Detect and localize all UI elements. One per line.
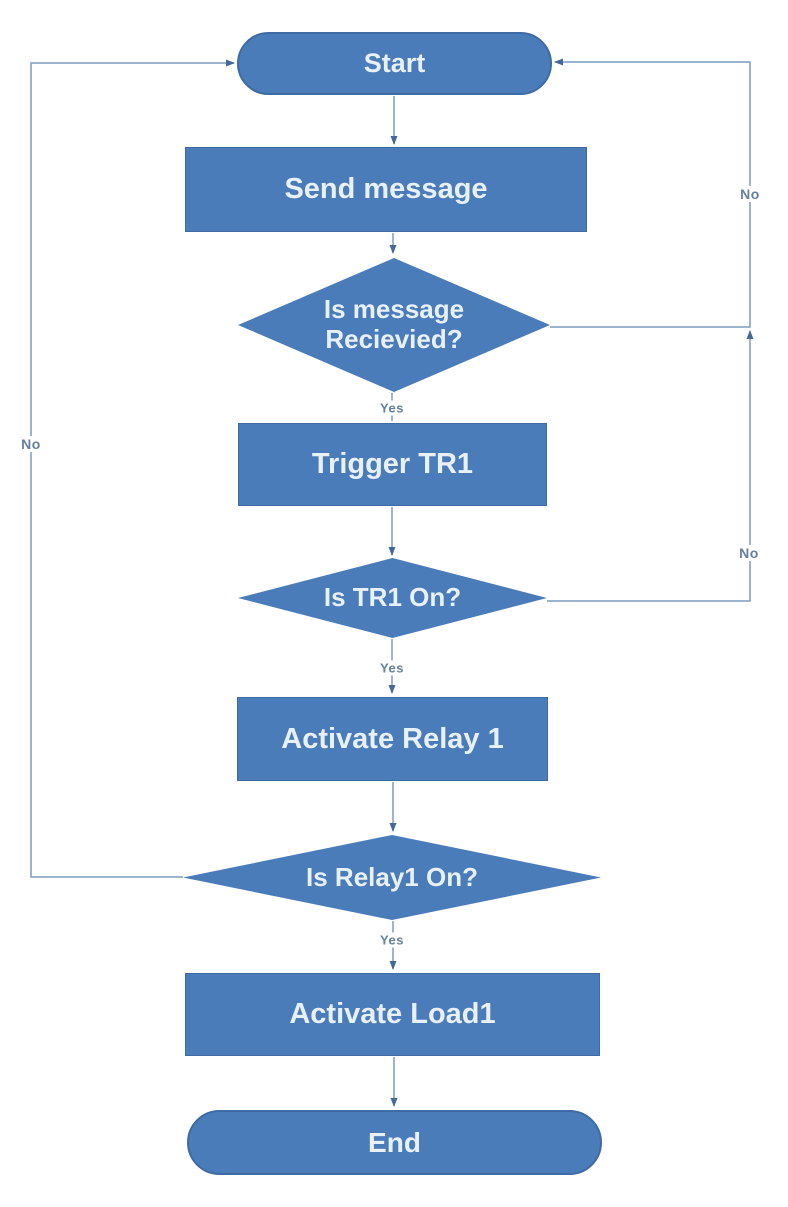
node-start-label: Start (363, 48, 426, 78)
node-send-message-label: Send message (284, 173, 488, 205)
node-is-tr1-on-label: Is TR1 On? (323, 582, 462, 613)
edge-label-message-yes: Yes (377, 400, 407, 416)
edge-label-relay1-yes: Yes (377, 932, 407, 948)
node-trigger-tr1: Trigger TR1 (238, 423, 547, 506)
node-activate-load1-label: Activate Load1 (289, 998, 496, 1030)
node-end-label: End (368, 1126, 421, 1158)
node-activate-relay1: Activate Relay 1 (237, 697, 548, 781)
node-send-message: Send message (185, 147, 587, 232)
edge-label-tr1-no: No (736, 545, 762, 561)
edge-is-relay1-on-no-to-start (30, 59, 235, 878)
node-start: Start (237, 32, 552, 95)
node-activate-load1: Activate Load1 (185, 973, 600, 1056)
edge-is-tr1-on-no-to-junction (547, 330, 754, 602)
node-is-message-received-label: Is message Recievied? (323, 294, 465, 354)
node-end: End (187, 1110, 602, 1175)
node-is-relay1-on-label: Is Relay1 On? (306, 861, 478, 892)
edge-label-message-no: No (737, 186, 763, 202)
node-trigger-tr1-label: Trigger TR1 (311, 448, 474, 480)
node-activate-relay1-label: Activate Relay 1 (281, 722, 504, 755)
edge-label-tr1-yes: Yes (377, 660, 407, 676)
edge-label-relay1-no: No (18, 436, 44, 452)
